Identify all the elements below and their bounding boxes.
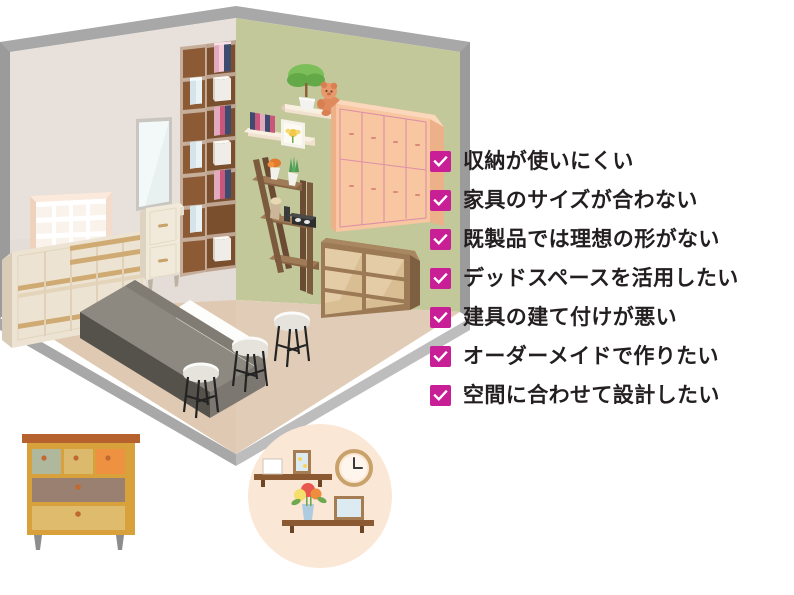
books-shelf xyxy=(250,112,275,133)
potted-plant-upper xyxy=(287,64,325,110)
wall-mirror xyxy=(136,117,172,211)
checklist-item[interactable]: 建具の建て付けが悪い xyxy=(430,298,790,337)
checklist-item[interactable]: 既製品では理想の形がない xyxy=(430,220,790,259)
picture-frame-shelf xyxy=(281,119,305,149)
checkmark-icon xyxy=(433,233,448,246)
bar-stool xyxy=(231,336,269,393)
checkbox-checked[interactable] xyxy=(430,385,451,406)
shelf-decor-vignette xyxy=(232,408,412,588)
checkbox-checked[interactable] xyxy=(430,151,451,172)
bar-stool xyxy=(273,311,311,368)
checklist-item-label: 既製品では理想の形がない xyxy=(463,228,720,251)
checkmark-icon xyxy=(433,272,448,285)
checklist-item[interactable]: 空間に合わせて設計したい xyxy=(430,376,790,415)
low-bookshelf xyxy=(321,238,420,318)
tall-bookshelf xyxy=(180,40,236,277)
checkmark-icon xyxy=(433,311,448,324)
checklist-item[interactable]: オーダーメイドで作りたい xyxy=(430,337,790,376)
checkmark-icon xyxy=(433,389,448,402)
benefits-checklist: 収納が使いにくい 家具のサイズが合わない 既製品では理想の形がない xyxy=(430,142,790,415)
checkmark-icon xyxy=(433,194,448,207)
checkmark-icon xyxy=(433,155,448,168)
checklist-item-label: 家具のサイズが合わない xyxy=(463,189,698,212)
white-drawer-cabinet xyxy=(140,203,184,291)
ladder-shelf xyxy=(252,156,319,295)
checklist-item-label: オーダーメイドで作りたい xyxy=(463,345,719,368)
checkbox-checked[interactable] xyxy=(430,346,451,367)
checkbox-checked[interactable] xyxy=(430,190,451,211)
checklist-item-label: 建具の建て付けが悪い xyxy=(463,306,677,329)
wooden-dresser xyxy=(8,424,158,584)
checkmark-icon xyxy=(433,350,448,363)
bar-stool-group xyxy=(182,311,311,419)
isometric-room-illustration xyxy=(0,0,470,470)
checkbox-checked[interactable] xyxy=(430,268,451,289)
checklist-item-label: 収納が使いにくい xyxy=(463,150,634,173)
checkbox-checked[interactable] xyxy=(430,307,451,328)
peach-cabinet xyxy=(331,100,444,232)
checklist-item[interactable]: デッドスペースを活用したい xyxy=(430,259,790,298)
checkbox-checked[interactable] xyxy=(430,229,451,250)
bar-stool xyxy=(182,362,220,419)
checklist-item[interactable]: 収納が使いにくい xyxy=(430,142,790,181)
checklist-item-label: 空間に合わせて設計したい xyxy=(463,384,720,407)
checklist-item-label: デッドスペースを活用したい xyxy=(463,267,739,290)
checklist-item[interactable]: 家具のサイズが合わない xyxy=(430,181,790,220)
